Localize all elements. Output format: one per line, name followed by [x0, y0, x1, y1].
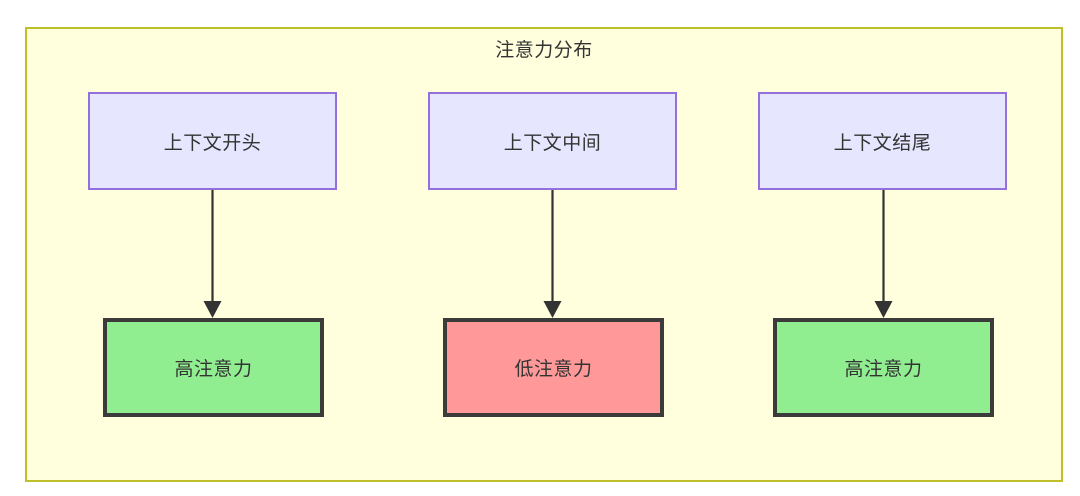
node-context-middle[interactable]: 上下文中间 — [428, 92, 677, 190]
node-attention-end[interactable]: 高注意力 — [773, 318, 994, 417]
diagram-title: 注意力分布 — [495, 40, 593, 61]
node-context-start[interactable]: 上下文开头 — [88, 92, 337, 190]
node-attention-middle[interactable]: 低注意力 — [443, 318, 664, 417]
node-context-end[interactable]: 上下文结尾 — [758, 92, 1007, 190]
node-attention-start[interactable]: 高注意力 — [103, 318, 324, 417]
